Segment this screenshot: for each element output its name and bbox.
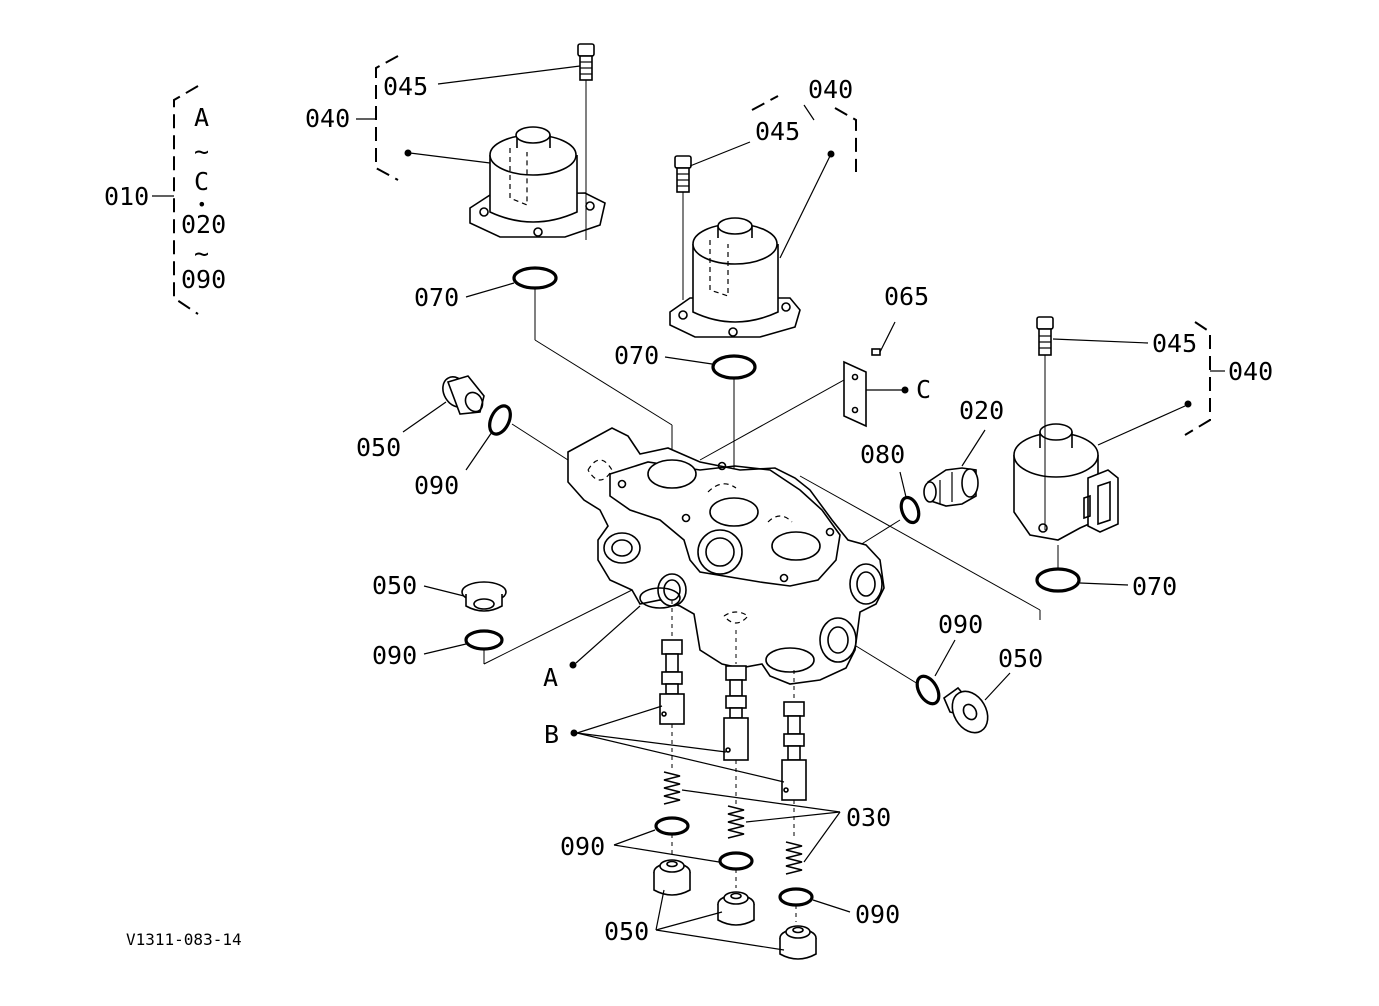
range-bullet: •: [197, 195, 207, 214]
range-tilde-2: ~: [194, 239, 209, 268]
callout-040-right: 040: [1228, 357, 1273, 386]
oring-070-right: 070: [799, 475, 1177, 620]
plug-050-bottom-3: [779, 905, 817, 960]
callout-070-mid: 070: [614, 341, 659, 370]
callout-050-mid-left: 050: [372, 571, 417, 600]
oring-070-mid: 070: [614, 341, 757, 490]
valve-body: [567, 427, 885, 685]
bolt-045-mid: 045: [674, 117, 800, 300]
callout-030: 030: [846, 803, 891, 832]
oring-070-left: 070: [414, 266, 673, 470]
range-a: A: [194, 103, 209, 132]
bolt-045-left: 045: [383, 43, 595, 240]
solenoid-left: 040: [305, 55, 606, 238]
callout-b: B: [544, 720, 559, 749]
solenoid-mid: 040: [669, 75, 857, 338]
nameplate-065: 065 C: [699, 282, 931, 461]
figure-code: V1311-083-14: [126, 930, 242, 949]
callout-090-bottom-right: 090: [855, 900, 900, 929]
callout-070-right: 070: [1132, 572, 1177, 601]
callout-020: 020: [959, 396, 1004, 425]
spring-3: [785, 800, 803, 875]
plug-050-right: 090 050: [855, 610, 1043, 734]
range-tilde-1: ~: [194, 137, 209, 166]
callout-045-left: 045: [383, 72, 428, 101]
assembly-group-010: A ~ C • 020 ~ 090 010: [104, 85, 226, 315]
callout-c: C: [916, 375, 931, 404]
callout-090-right: 090: [938, 610, 983, 639]
spring-1: [663, 724, 681, 805]
spool-1: [659, 600, 685, 725]
range-c: C: [194, 167, 209, 196]
callout-070-left: 070: [414, 283, 459, 312]
callout-045-right: 045: [1152, 329, 1197, 358]
callout-065: 065: [884, 282, 929, 311]
callout-090-top-left: 090: [414, 471, 459, 500]
callout-040-mid: 040: [808, 75, 853, 104]
spool-3: [781, 670, 807, 801]
bolt-045-right: 045: [1036, 316, 1197, 530]
callout-045-mid: 045: [755, 117, 800, 146]
callout-040-left: 040: [305, 104, 350, 133]
plug-050-top-left: 050 090: [356, 375, 569, 500]
callout-group-050-bottom: 050: [604, 889, 785, 951]
plug-050-bottom-1: [653, 834, 691, 896]
callout-group-030: 030: [681, 789, 891, 863]
point-b: B: [544, 705, 785, 783]
spring-2: [727, 760, 745, 839]
plug-050-mid-left: 050 090: [372, 571, 633, 670]
range-020: 020: [181, 210, 226, 239]
callout-090-mid-left: 090: [372, 641, 417, 670]
range-090: 090: [181, 265, 226, 294]
solenoid-right: 040: [1013, 321, 1273, 541]
callout-090-bottom-left: 090: [560, 832, 605, 861]
callout-050-right: 050: [998, 644, 1043, 673]
point-a: A: [543, 605, 641, 692]
plug-050-bottom-2: [717, 869, 755, 926]
callout-010: 010: [104, 182, 149, 211]
callout-080: 080: [860, 440, 905, 469]
callout-050-bottom: 050: [604, 917, 649, 946]
spool-2: [723, 630, 749, 761]
callout-a: A: [543, 663, 558, 692]
relief-valve-020: 020 080: [859, 396, 1004, 546]
callout-050-top-left: 050: [356, 433, 401, 462]
